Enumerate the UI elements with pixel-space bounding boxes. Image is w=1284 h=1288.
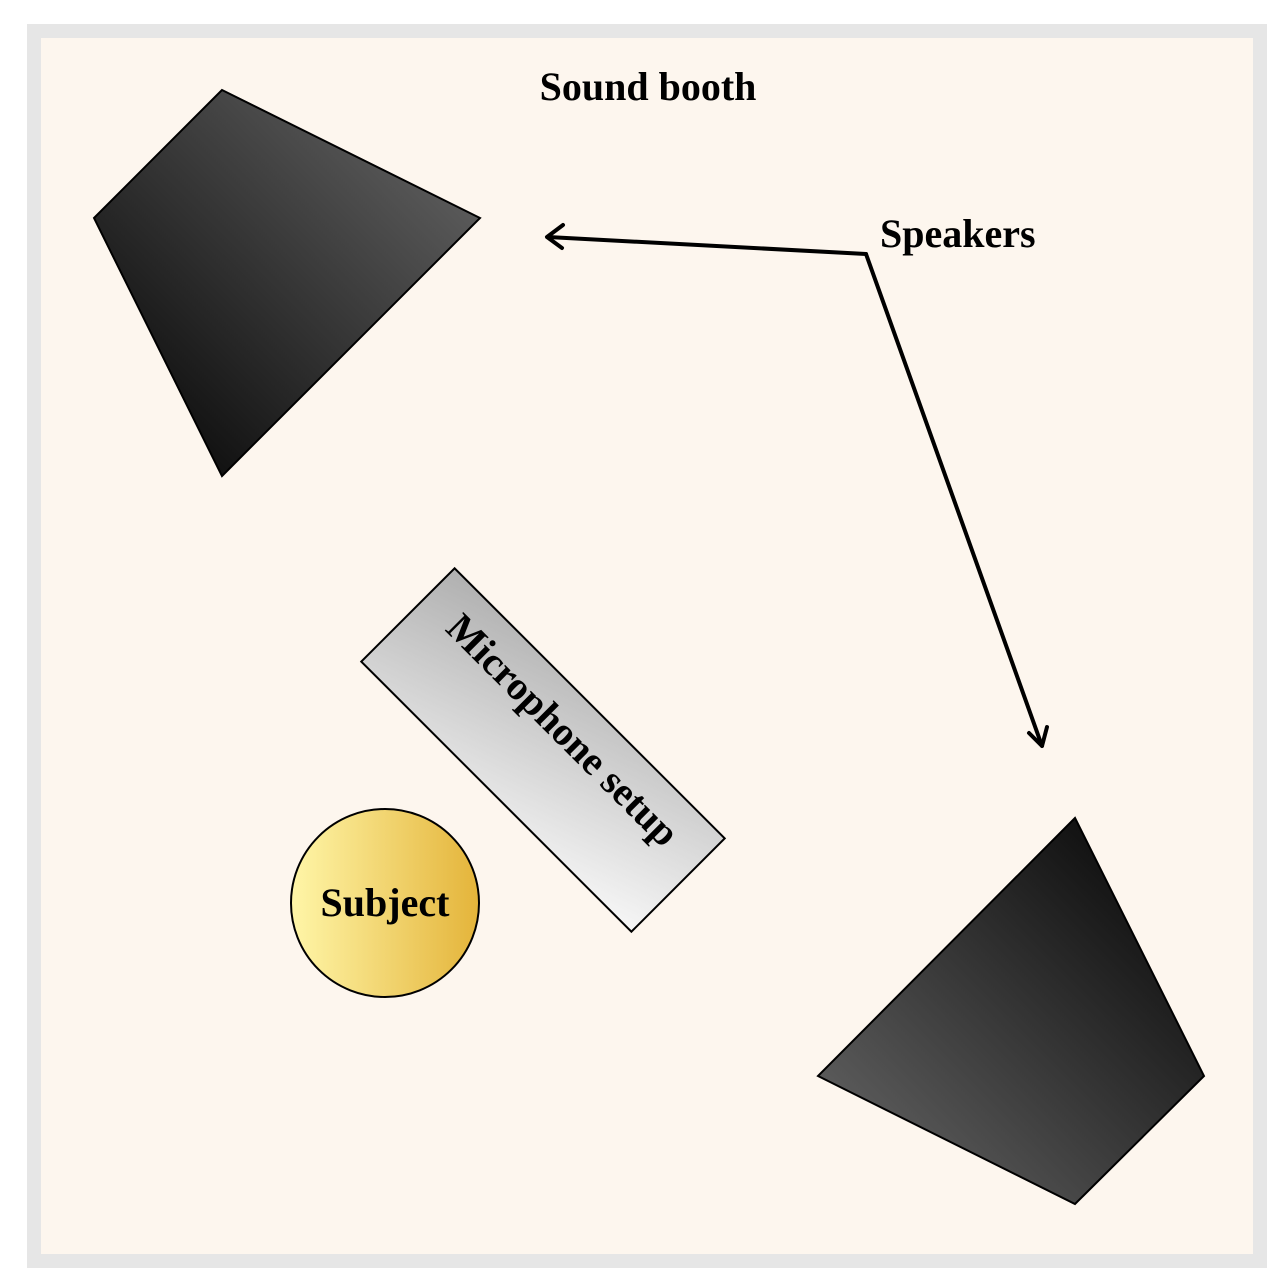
- subject-circle: [290, 808, 480, 998]
- speakers-label: Speakers: [880, 211, 1036, 256]
- subject-label: Subject: [321, 880, 451, 925]
- arrowhead-top: [545, 223, 565, 250]
- arrowhead-bottom: [1027, 725, 1049, 748]
- arrow-to-bottom-speaker: [864, 252, 1044, 748]
- speaker-bottom-right: [816, 816, 1206, 1206]
- speaker-top-left: [92, 88, 482, 478]
- booth-title: Sound booth: [540, 64, 757, 109]
- arrow-to-top-speaker: [546, 235, 868, 256]
- microphone-box: [359, 566, 727, 934]
- speakers-arrows: [545, 223, 1049, 748]
